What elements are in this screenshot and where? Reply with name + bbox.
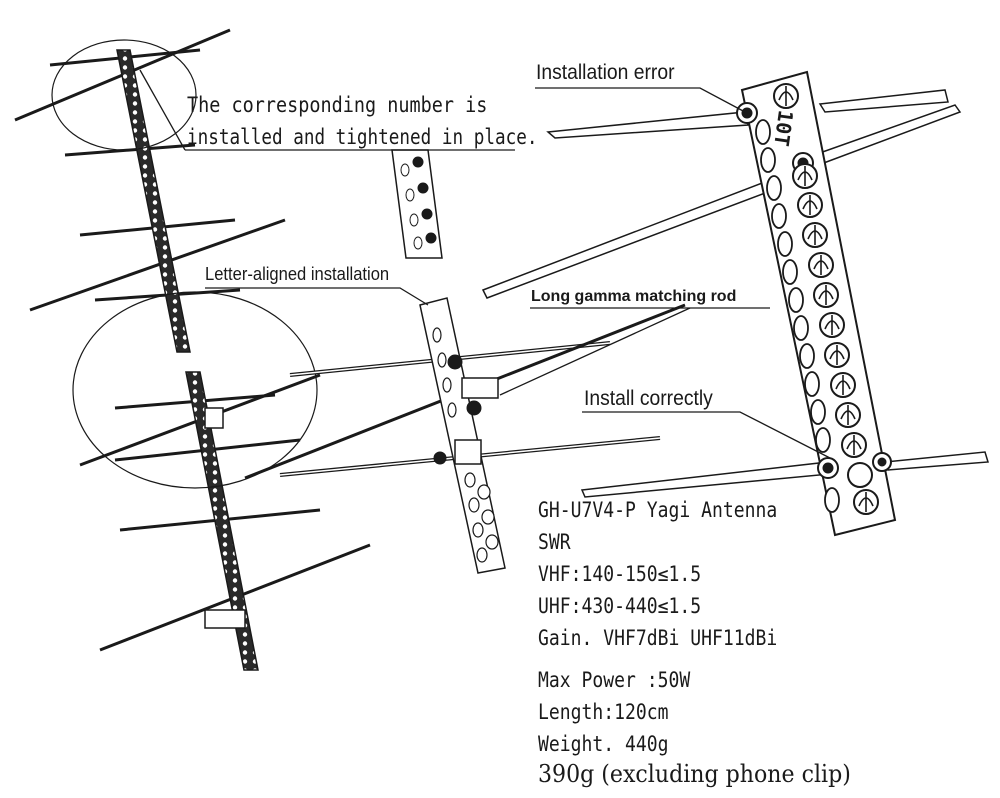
spec-weight-note: 390g (excluding phone clip) bbox=[538, 760, 851, 788]
spec-length: Length:120cm bbox=[538, 700, 669, 724]
spec-uhf: UHF:430-440≤1.5 bbox=[538, 594, 702, 618]
boom-number-marking: 10T bbox=[769, 108, 798, 148]
spec-vhf: VHF:140-150≤1.5 bbox=[538, 562, 702, 586]
number-note-line2: installed and tightened in place. bbox=[187, 125, 538, 149]
letter-aligned-label: Letter-aligned installation bbox=[205, 264, 390, 284]
boom-closeup-large bbox=[481, 70, 989, 537]
boom-gamma-detail bbox=[244, 297, 686, 574]
spec-model: GH-U7V4-P Yagi Antenna bbox=[538, 498, 778, 522]
number-note-line1: The corresponding number is bbox=[187, 93, 488, 117]
leader-lines bbox=[139, 69, 831, 459]
boom-detail-small bbox=[391, 149, 443, 259]
spec-max-power: Max Power :50W bbox=[538, 668, 691, 692]
spec-weight: Weight. 440g bbox=[538, 732, 669, 756]
install-error-label: Installation error bbox=[536, 61, 675, 84]
install-correct-label: Install correctly bbox=[584, 387, 713, 410]
antenna-full-view-bottom bbox=[72, 291, 371, 671]
antenna-full-view-top bbox=[14, 28, 286, 353]
spec-swr-label: SWR bbox=[538, 530, 571, 554]
gamma-rod-label: Long gamma matching rod bbox=[531, 288, 737, 305]
spec-gain: Gain. VHF7dBi UHF11dBi bbox=[538, 626, 778, 650]
